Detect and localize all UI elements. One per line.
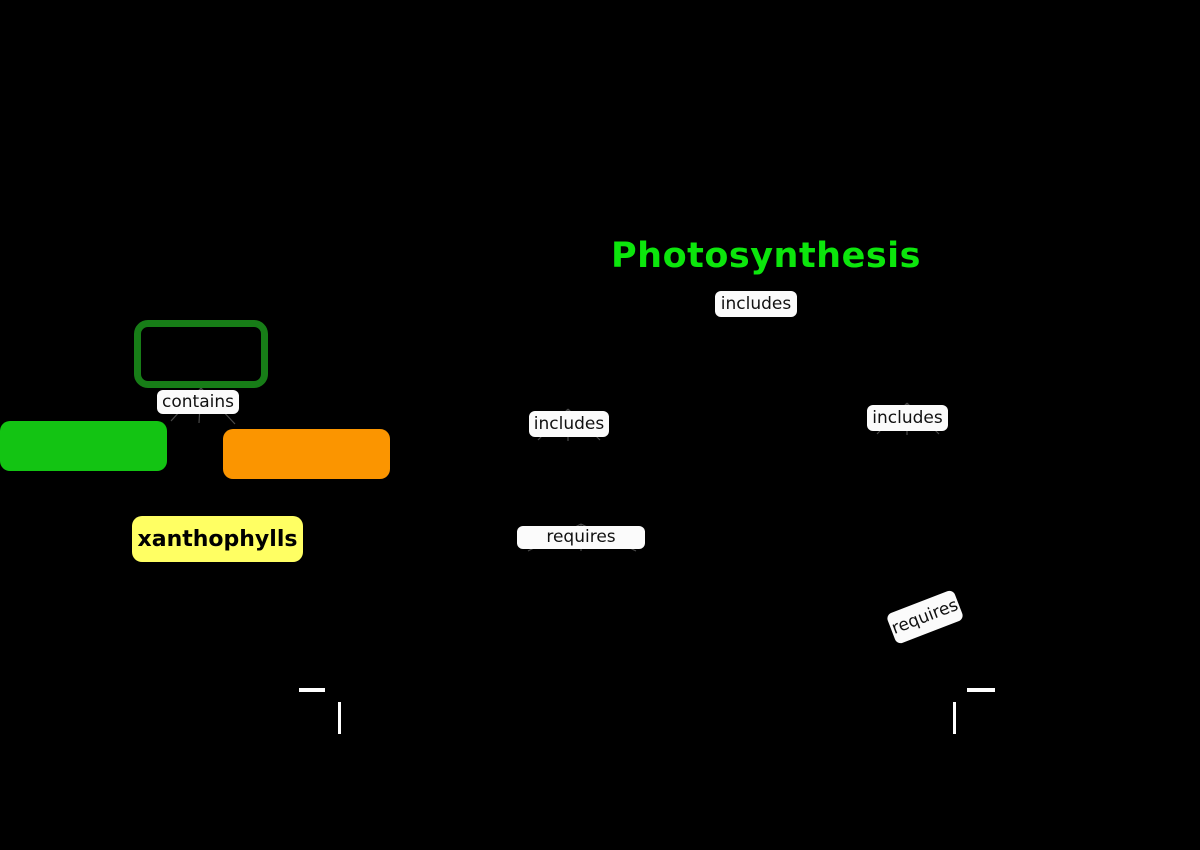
- relation-label-rel-requires-center[interactable]: requires: [517, 526, 645, 549]
- relation-label-text: requires: [546, 527, 616, 547]
- concept-node-carotenes[interactable]: [223, 429, 390, 479]
- concept-node-xanthophylls[interactable]: xanthophylls: [132, 516, 303, 562]
- tick-mark-tick-v-left: [338, 702, 341, 734]
- relation-label-rel-includes-right[interactable]: includes: [867, 405, 948, 431]
- relation-label-text: requires: [888, 594, 961, 639]
- relation-label-text: includes: [533, 413, 605, 434]
- relation-label-rel-includes-top[interactable]: includes: [715, 291, 797, 317]
- relation-label-text: includes: [872, 407, 943, 428]
- relation-label-text: includes: [720, 293, 792, 314]
- concept-node-pigments-group[interactable]: [134, 320, 268, 388]
- relation-label-rel-requires-right[interactable]: requires: [885, 589, 965, 645]
- tick-mark-tick-h-right: [967, 688, 995, 692]
- root-concept-title: Photosynthesis: [611, 236, 922, 276]
- relation-label-rel-contains-left[interactable]: contains: [157, 390, 239, 414]
- concept-node-chlorophylls[interactable]: [0, 421, 167, 471]
- concept-node-label: xanthophylls: [137, 526, 298, 552]
- relation-label-rel-includes-center[interactable]: includes: [529, 411, 609, 437]
- tick-mark-tick-v-right: [953, 702, 956, 734]
- tick-mark-tick-h-left: [299, 688, 325, 692]
- relation-label-text: contains: [162, 391, 234, 412]
